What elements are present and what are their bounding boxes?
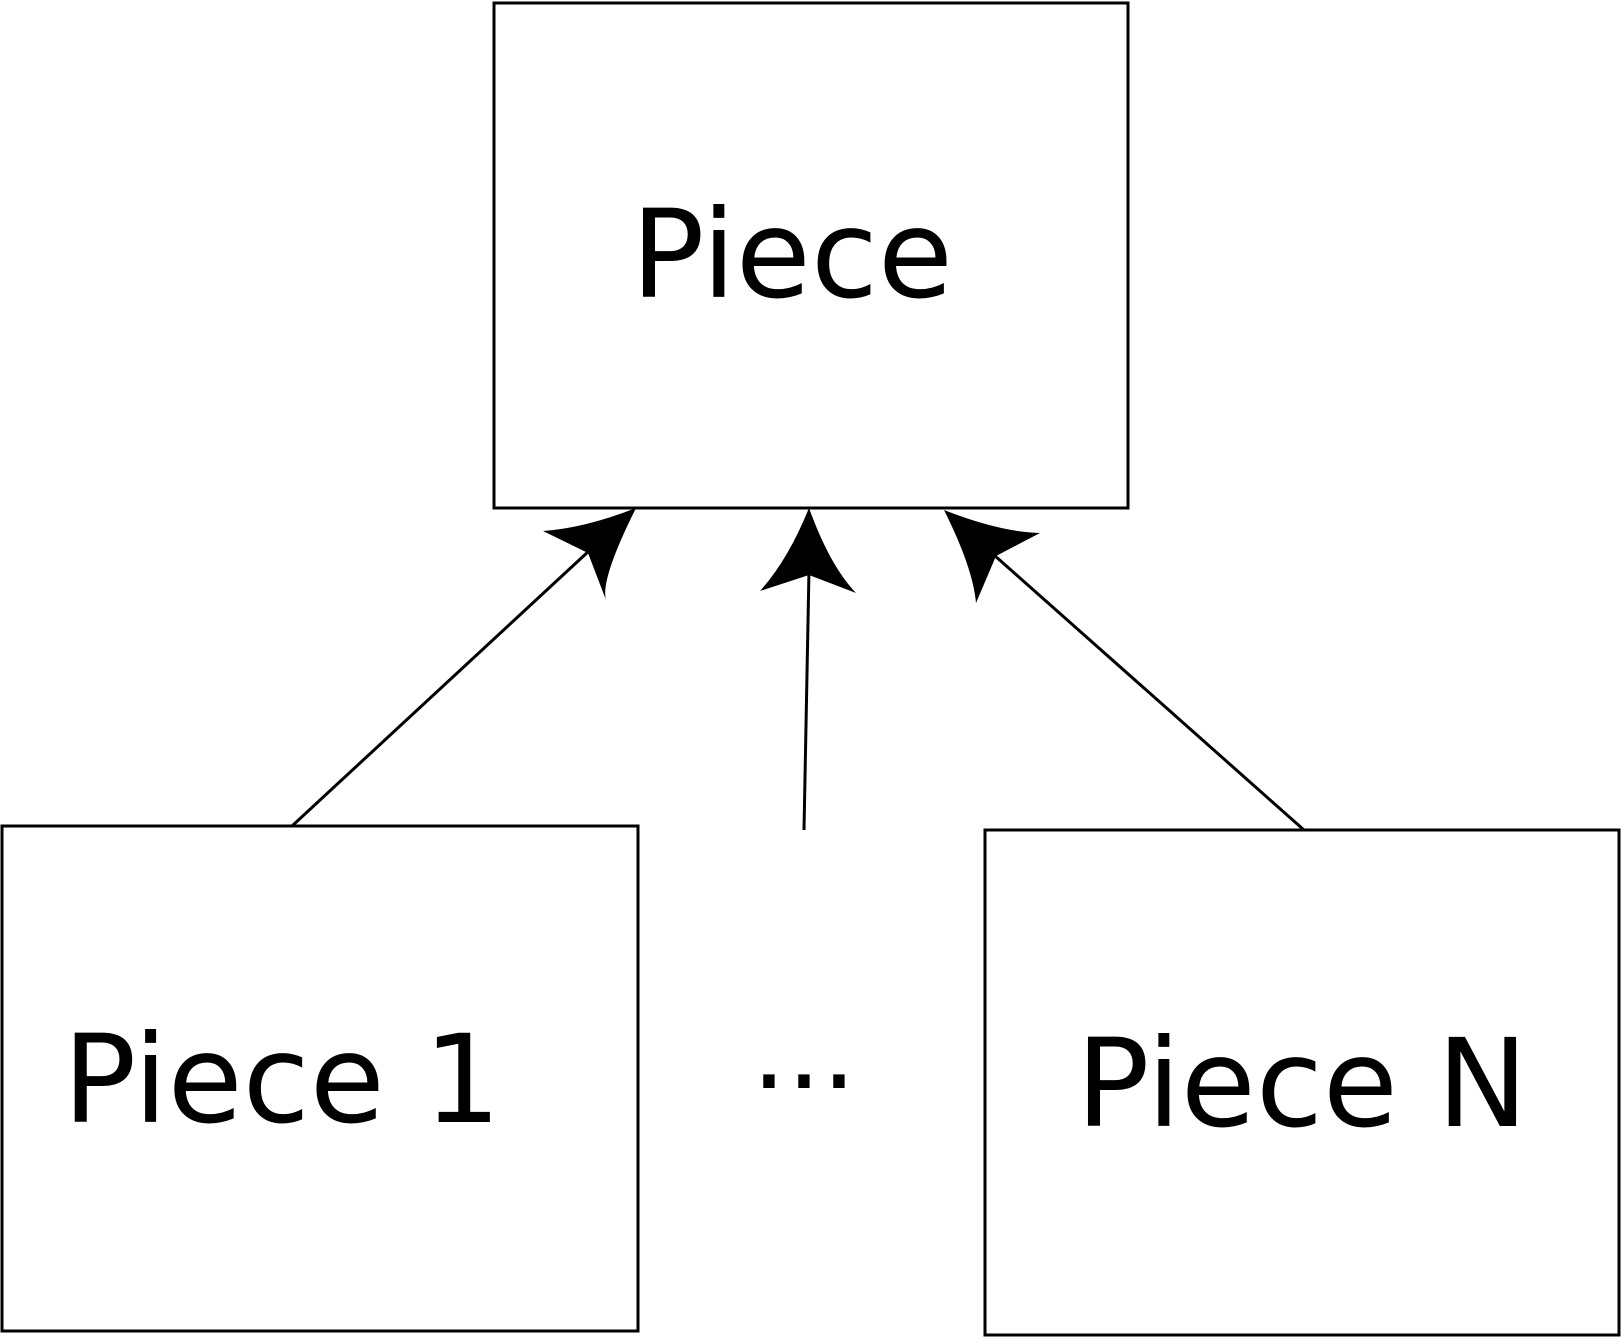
arrowhead-first [543, 508, 636, 600]
ellipsis-label: ... [752, 986, 857, 1114]
parent-label: Piece [631, 184, 953, 326]
edge-line-last [993, 553, 1305, 832]
edge-last-to-parent [944, 510, 1305, 832]
arrowhead-middle [760, 508, 856, 593]
edge-line-middle [802, 569, 811, 831]
edge-line-first [290, 548, 592, 828]
parent-box [492, 1, 1130, 510]
edge-first-to-parent [290, 508, 636, 828]
parent-node: Piece [492, 1, 1130, 510]
child-node-last: Piece N [983, 828, 1621, 1337]
child-label-first: Piece 1 [63, 1009, 501, 1151]
child-label-last: Piece N [1076, 1013, 1528, 1155]
child-box-first [0, 824, 640, 1333]
child-node-first: Piece 1 [0, 824, 640, 1333]
edge-middle-to-parent [760, 508, 856, 831]
arrowhead-last [944, 510, 1040, 603]
